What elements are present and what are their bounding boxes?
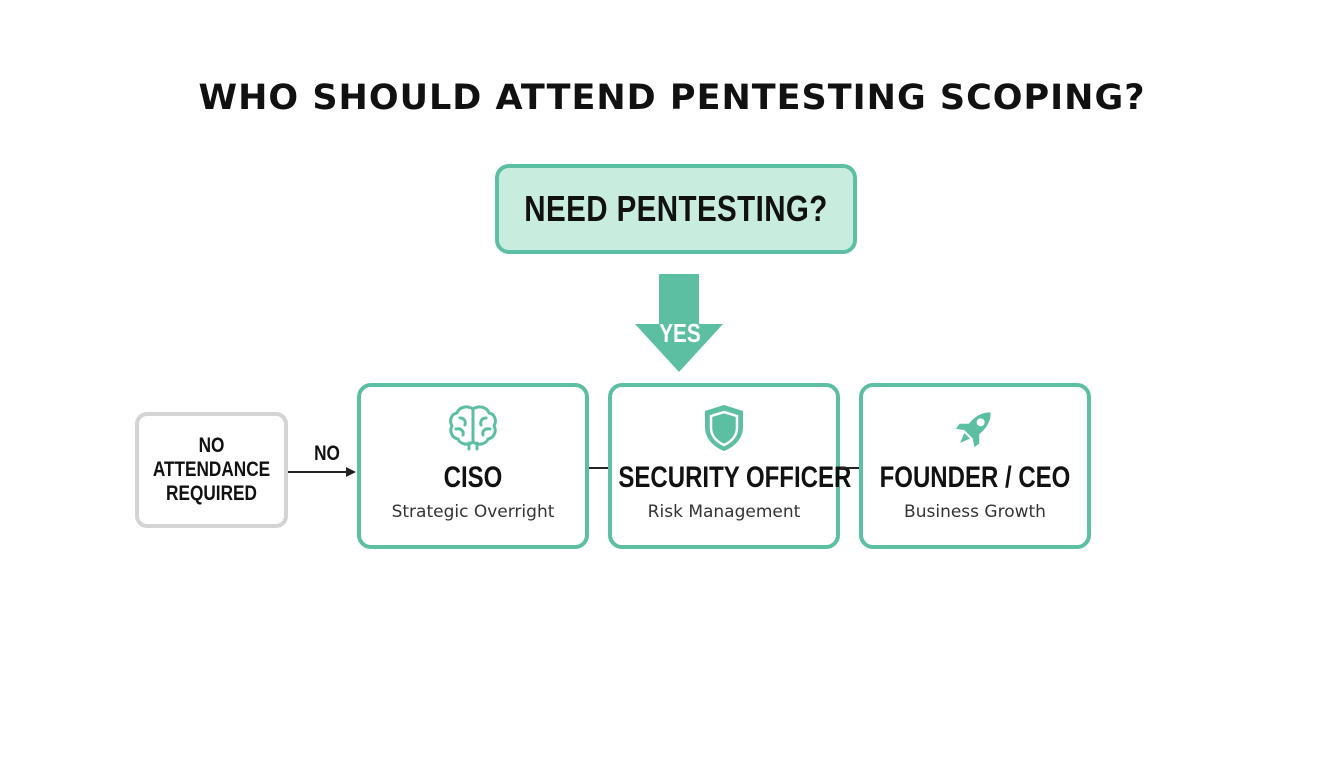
- shield-icon: [612, 403, 836, 453]
- role-subtitle: Business Growth: [904, 502, 1046, 522]
- role-subtitle: Strategic Overright: [391, 502, 555, 522]
- no-attendance-label: NO ATTENDANCE REQUIRED: [152, 434, 271, 505]
- role-card-founder-ceo: FOUNDER / CEO Business Growth: [859, 383, 1091, 549]
- decision-node: NEED PENTESTING?: [495, 164, 857, 254]
- diagram-title: WHO SHOULD ATTEND PENTESTING SCOPING?: [198, 78, 1146, 118]
- no-label: NO: [314, 442, 340, 465]
- connector-line: [840, 467, 859, 469]
- role-title: FOUNDER / CEO: [879, 461, 1071, 494]
- role-title: CISO: [443, 461, 503, 494]
- yes-arrow: [635, 274, 723, 372]
- role-card-ciso: CISO Strategic Overright: [357, 383, 589, 549]
- role-card-security-officer: SECURITY OFFICER Risk Management: [608, 383, 852, 549]
- brain-icon: [361, 403, 585, 453]
- rocket-icon: [863, 403, 1087, 453]
- connector-line: [589, 467, 608, 469]
- no-attendance-node: NO ATTENDANCE REQUIRED: [135, 412, 288, 528]
- no-arrow: [288, 467, 356, 477]
- decision-label: NEED PENTESTING?: [524, 188, 828, 229]
- role-title: SECURITY OFFICER: [618, 461, 852, 494]
- role-subtitle: Risk Management: [647, 502, 801, 522]
- yes-label: YES: [659, 318, 701, 348]
